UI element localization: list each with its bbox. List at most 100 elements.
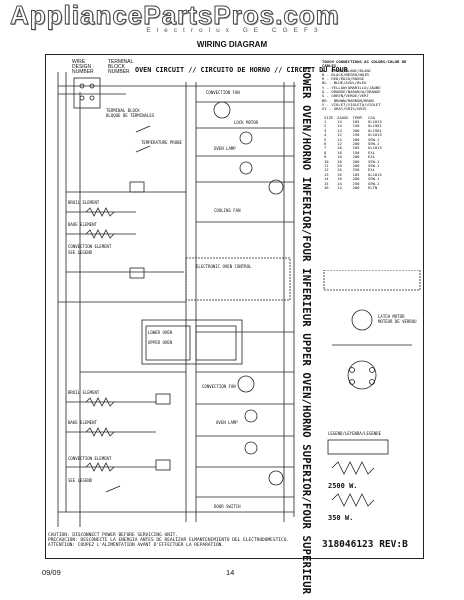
- table-cell: UL1901: [368, 127, 382, 133]
- svg-text:CONVECTION FAN: CONVECTION FAN: [206, 90, 240, 95]
- wire-table-header-cell: TEMP.: [352, 114, 365, 120]
- table-cell: 200: [352, 163, 360, 169]
- table-cell: 16: [337, 171, 342, 177]
- table-cell: 14: [337, 123, 342, 129]
- svg-text:LEGEND/LEYENDA/LEGENDE: LEGEND/LEYENDA/LEGENDE: [328, 431, 382, 436]
- table-cell: UL1015: [368, 145, 382, 151]
- page-title: WIRING DIAGRAM: [196, 40, 268, 49]
- table-cell: 12: [337, 132, 342, 138]
- table-cell: ELTN: [368, 185, 378, 191]
- svg-text:LATCH MOTOR: LATCH MOTOR: [378, 314, 405, 319]
- table-cell: 14: [337, 185, 342, 191]
- table-cell: 105: [352, 171, 360, 177]
- svg-text:BAKE ELEMENT: BAKE ELEMENT: [68, 420, 97, 425]
- svg-text:SEE LEGEND: SEE LEGEND: [68, 250, 93, 255]
- watermark-text: AppliancePartsPros.com: [10, 0, 340, 31]
- table-cell: 18: [337, 145, 342, 151]
- caution-line: CAUTION: DISCONNECT POWER BEFORE SERVICI…: [48, 533, 179, 538]
- table-cell: SEW-1: [368, 163, 380, 169]
- svg-text:TERMINAL BLOCK: TERMINAL BLOCK: [106, 108, 140, 113]
- table-cell: 18: [337, 158, 342, 164]
- rating-2500: 2500 W.: [328, 482, 358, 490]
- vertical-oven-title: LOWER OVEN/HORNO INFERIOR/FOUR INFERIEUR…: [300, 66, 320, 594]
- svg-text:LOCK MOTOR: LOCK MOTOR: [234, 120, 259, 125]
- table-cell: 14: [324, 176, 329, 182]
- table-cell: UL1015: [368, 132, 382, 138]
- wire-table-header: SIZE GAUGE TEMP. CSA: [322, 114, 384, 120]
- caution-line: ATTENTION: COUPEZ L'ALIMENTATION AVANT D…: [48, 543, 225, 548]
- svg-text:UPPER OVEN: UPPER OVEN: [148, 340, 173, 345]
- table-cell: 14: [337, 127, 342, 133]
- side-diagrams: LATCH MOTOR MOTEUR DE VERROU LEGEND/LEYE…: [323, 270, 421, 522]
- legend-line: R - RED/ROJO/ROUGE: [322, 76, 365, 82]
- legend-line: V - VIOLET/VIOLETA/VIOLET: [322, 101, 381, 107]
- svg-text:ELECTRONIC OVEN CONTROL: ELECTRONIC OVEN CONTROL: [196, 264, 252, 269]
- table-cell: EXL: [368, 149, 375, 155]
- table-cell: 10: [324, 158, 329, 164]
- wire-design-header: WIRE DESIGN NUMBER: [72, 59, 94, 75]
- table-cell: 20: [337, 163, 342, 169]
- table-cell: 16: [324, 185, 329, 191]
- wire-table-header-cell: GAUGE: [337, 114, 349, 120]
- table-cell: 150: [352, 132, 360, 138]
- legend-line: O - ORANGE/NARANJA/ORANGE: [322, 89, 381, 95]
- part-number: 318046123 REV:B: [322, 539, 408, 550]
- table-cell: UL1901: [368, 123, 382, 129]
- svg-text:CONVECTION ELEMENT: CONVECTION ELEMENT: [68, 456, 112, 461]
- svg-text:OVEN LAMP: OVEN LAMP: [216, 420, 238, 425]
- diagram-frame: [45, 54, 424, 559]
- svg-text:DOOR SWITCH: DOOR SWITCH: [214, 504, 241, 509]
- table-cell: 13: [324, 171, 329, 177]
- table-cell: EXL: [368, 154, 375, 160]
- table-cell: SEW-1: [368, 180, 380, 186]
- legend-line: Y - YELLOW/AMARILLO/JAUNE: [322, 84, 381, 90]
- table-cell: 8: [324, 149, 327, 155]
- table-cell: 5: [324, 136, 327, 142]
- svg-text:BLOQUE DE TERMINALES: BLOQUE DE TERMINALES: [106, 113, 155, 118]
- table-cell: 200: [352, 136, 360, 142]
- faint-header: Electrolux GE CGEF3: [146, 27, 324, 34]
- table-cell: 105: [352, 145, 360, 151]
- legend-line: GY - GRAY/GRIS/GRIS: [322, 106, 367, 112]
- table-row: 8 18 150 EXL: [322, 149, 384, 155]
- table-cell: 200: [352, 185, 360, 191]
- legend-line: B - BLACK/NEGRO/NOIR: [322, 71, 369, 77]
- terminal-block-header: TERMINAL BLOCK NUMBER: [108, 59, 134, 75]
- table-cell: 3: [324, 127, 327, 133]
- table-cell: 16: [337, 167, 342, 173]
- rating-350: 350 W.: [328, 514, 353, 522]
- footer-page-number: 14: [226, 568, 235, 577]
- table-cell: 150: [352, 149, 360, 155]
- table-cell: 200: [352, 154, 360, 160]
- table-cell: UL1015: [368, 118, 382, 124]
- table-row: 16 14 200 ELTN: [322, 185, 384, 191]
- wire-table-header-cell: CSA: [368, 114, 375, 120]
- vertical-oven-title-text: LOWER OVEN/HORNO INFERIOR/FOUR INFERIEUR…: [300, 66, 312, 595]
- svg-text:LOWER OVEN: LOWER OVEN: [148, 330, 173, 335]
- svg-text:CONVECTION ELEMENT: CONVECTION ELEMENT: [68, 244, 112, 249]
- table-cell: 12: [337, 141, 342, 146]
- svg-text:CONVECTION FAN: CONVECTION FAN: [202, 384, 236, 389]
- svg-text:BROIL ELEMENT: BROIL ELEMENT: [68, 390, 100, 395]
- table-cell: 200: [352, 158, 360, 164]
- table-cell: 18: [337, 149, 342, 155]
- watermark-banner: AppliancePartsPros.com: [0, 0, 464, 31]
- svg-text:BAKE ELEMENT: BAKE ELEMENT: [68, 222, 97, 227]
- legend-line: BR - BROWN/MARRON/BRUN: [322, 97, 374, 103]
- table-cell: 7: [324, 145, 327, 151]
- svg-text:BROIL ELEMENT: BROIL ELEMENT: [68, 200, 100, 205]
- table-cell: 250: [352, 180, 360, 186]
- legend-line: BL - BLUE/AZUL/BLEU: [322, 80, 367, 86]
- svg-text:TEMPERATURE PROBE: TEMPERATURE PROBE: [141, 140, 183, 145]
- table-cell: 4: [324, 132, 327, 138]
